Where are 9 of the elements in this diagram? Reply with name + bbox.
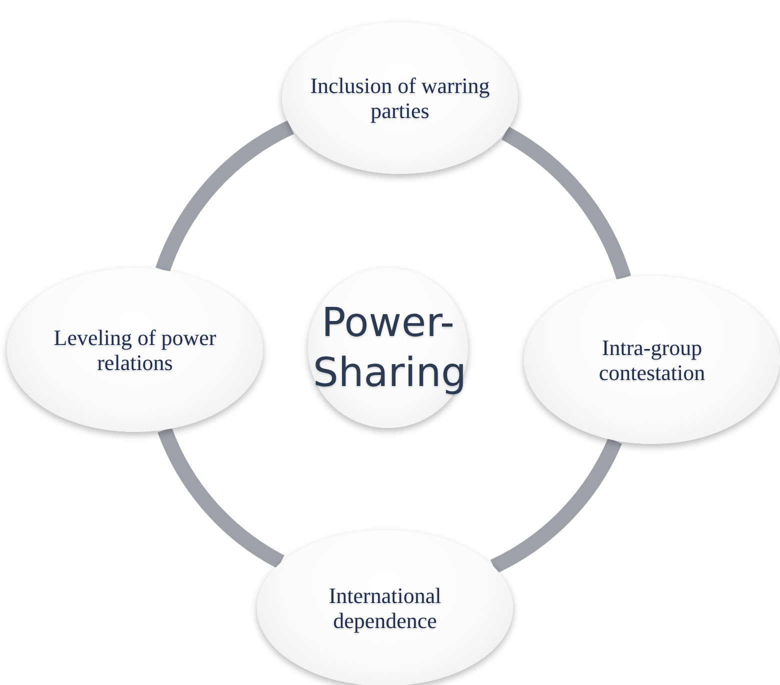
ring-connector [490, 437, 622, 574]
topic-label: International dependence [328, 582, 442, 634]
topic-label: Leveling of power relations [52, 324, 218, 376]
ring-connector [156, 120, 294, 273]
ring-connector [501, 126, 631, 280]
central-title: Power-Sharing [313, 299, 463, 398]
topic-label: Inclusion of warring parties [309, 72, 491, 124]
ring-connector [158, 426, 285, 568]
topic-label: Intra-group contestation [598, 334, 706, 386]
